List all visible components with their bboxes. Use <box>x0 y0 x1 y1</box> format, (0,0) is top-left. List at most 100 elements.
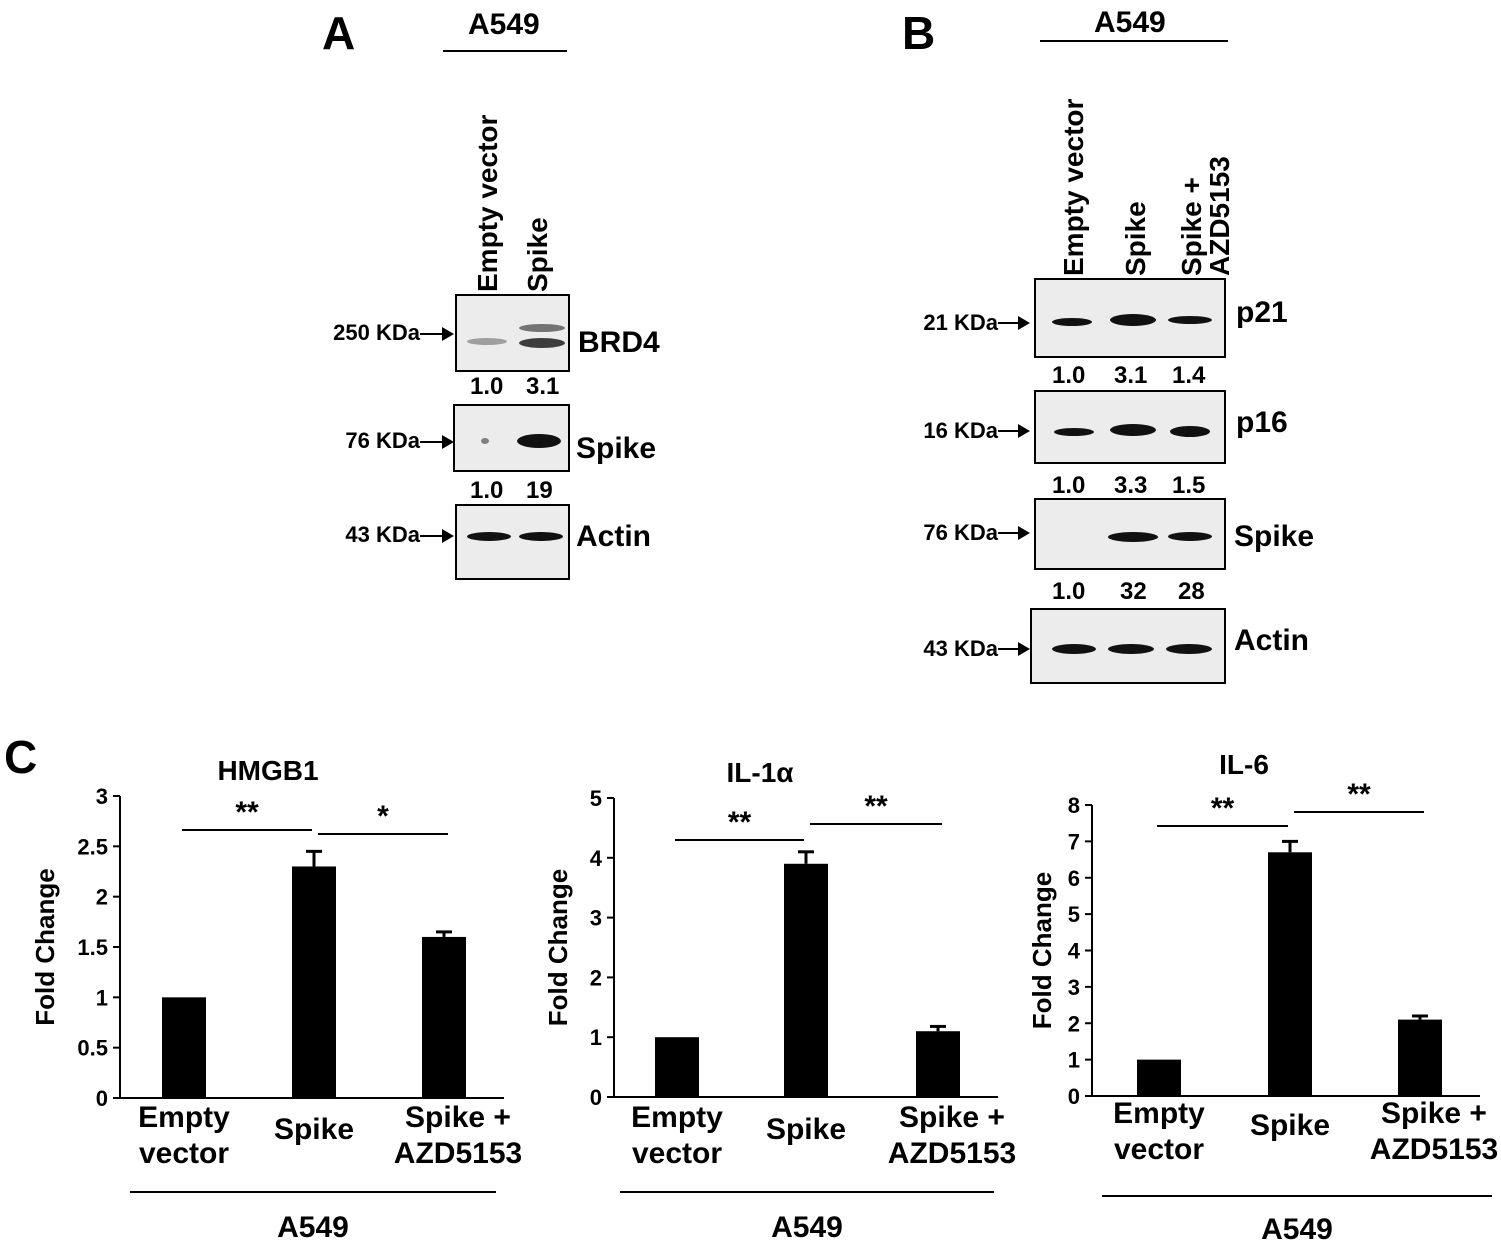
y-tick-label: 4 <box>590 846 603 871</box>
bar <box>916 1031 960 1097</box>
chart-title: HMGB1 <box>217 755 318 786</box>
y-tick-label: 3 <box>590 906 602 931</box>
blot-b-protein: Actin <box>1234 624 1309 657</box>
significance-label: * <box>377 800 389 833</box>
arrow-icon <box>998 316 1030 330</box>
significance-label: ** <box>728 806 752 839</box>
blot-b-quant: 28 <box>1178 578 1205 605</box>
blot-a-protein: Actin <box>576 520 651 553</box>
chart-title: IL-1α <box>727 757 794 788</box>
category-label: vector <box>632 1137 722 1170</box>
y-tick-label: 2.5 <box>77 834 108 859</box>
x-axis-label: A549 <box>277 1211 349 1242</box>
category-label: Spike + <box>1381 1097 1487 1130</box>
significance-label: ** <box>1347 778 1371 811</box>
blot-b-quant: 1.4 <box>1172 362 1206 389</box>
blot-b-marker: 43 KDa <box>923 636 998 661</box>
category-label: Spike <box>766 1113 846 1146</box>
y-tick-label: 3 <box>96 784 108 809</box>
blot-a-quant: 1.0 <box>470 477 504 504</box>
y-axis-label: Fold Change <box>1027 872 1057 1029</box>
blot-a-brd4 <box>455 294 570 372</box>
bar <box>1268 852 1312 1096</box>
bar <box>784 863 828 1097</box>
y-tick-label: 3 <box>1068 975 1080 1000</box>
blot-b-protein: p21 <box>1236 296 1288 329</box>
panel-label-b: B <box>902 7 936 59</box>
y-tick-label: 6 <box>1068 866 1080 891</box>
blot-a-spike <box>453 404 570 472</box>
category-label: AZD5153 <box>888 1137 1016 1170</box>
bar <box>1398 1019 1442 1096</box>
category-label: Empty <box>138 1101 230 1134</box>
significance-label: ** <box>1211 792 1235 825</box>
blot-b-quant: 3.1 <box>1114 362 1148 389</box>
bar <box>422 936 466 1098</box>
blot-a-marker: 43 KDa <box>345 522 420 547</box>
blot-b-cell-line: A549 <box>1094 6 1166 39</box>
blot-b-quant: 1.0 <box>1052 578 1086 605</box>
blot-b-marker: 21 KDa <box>923 310 998 335</box>
category-label: Spike + <box>405 1101 511 1134</box>
y-tick-label: 1 <box>96 985 108 1010</box>
y-tick-label: 8 <box>1068 793 1080 818</box>
arrow-icon <box>420 435 454 449</box>
category-label: vector <box>1114 1133 1204 1166</box>
panel-label-a: A <box>322 7 356 59</box>
chart-title: IL-6 <box>1219 749 1269 780</box>
y-axis-label: Fold Change <box>30 868 60 1025</box>
category-label: Spike <box>1250 1109 1330 1142</box>
blot-b-quant: 1.0 <box>1052 362 1086 389</box>
blot-a-marker: 76 KDa <box>345 428 420 453</box>
category-label: AZD5153 <box>394 1137 522 1170</box>
significance-label: ** <box>235 796 259 829</box>
y-tick-label: 1 <box>590 1025 602 1050</box>
blot-a-actin <box>455 504 570 580</box>
blot-b-header-line <box>1040 40 1228 42</box>
significance-label: ** <box>864 790 888 823</box>
blot-b-actin <box>1030 608 1226 684</box>
panel-label-c: C <box>4 731 38 783</box>
blot-b-quant: 1.0 <box>1052 472 1086 499</box>
bar <box>162 997 206 1098</box>
blot-a-quant: 1.0 <box>470 373 504 400</box>
blot-a-marker: 250 KDa <box>333 320 420 345</box>
y-tick-label: 1 <box>1068 1048 1080 1073</box>
y-tick-label: 0.5 <box>77 1036 108 1061</box>
blot-b-quant: 32 <box>1120 578 1147 605</box>
y-tick-label: 0 <box>96 1086 108 1111</box>
category-label: Spike + <box>899 1101 1005 1134</box>
blot-b-marker: 16 KDa <box>923 418 998 443</box>
category-label: Empty <box>631 1101 723 1134</box>
blot-b-marker: 76 KDa <box>923 520 998 545</box>
bar <box>655 1037 699 1097</box>
arrow-icon <box>998 526 1030 540</box>
blot-b-protein: Spike <box>1234 520 1315 553</box>
y-tick-label: 0 <box>1068 1084 1080 1109</box>
x-axis-label: A549 <box>1261 1213 1333 1242</box>
y-tick-label: 2 <box>1068 1011 1080 1036</box>
y-tick-label: 2 <box>590 965 602 990</box>
blot-b-quant: 3.3 <box>1114 472 1148 499</box>
bar <box>292 866 336 1098</box>
blot-a-protein: BRD4 <box>578 326 660 359</box>
y-tick-label: 4 <box>1068 939 1081 964</box>
blot-b-p21 <box>1034 278 1226 358</box>
arrow-icon <box>420 327 454 341</box>
category-label: Spike <box>274 1113 354 1146</box>
y-axis-label: Fold Change <box>543 869 573 1026</box>
category-label: vector <box>139 1137 229 1170</box>
blot-a-protein: Spike <box>576 432 657 465</box>
blot-b-spike <box>1034 498 1226 570</box>
blot-a-quant: 19 <box>526 477 553 504</box>
blot-a-header-line <box>443 50 567 52</box>
blot-b-protein: p16 <box>1236 406 1288 439</box>
y-tick-label: 1.5 <box>77 935 108 960</box>
y-tick-label: 5 <box>590 786 602 811</box>
category-label: AZD5153 <box>1370 1133 1498 1166</box>
arrow-icon <box>998 424 1030 438</box>
